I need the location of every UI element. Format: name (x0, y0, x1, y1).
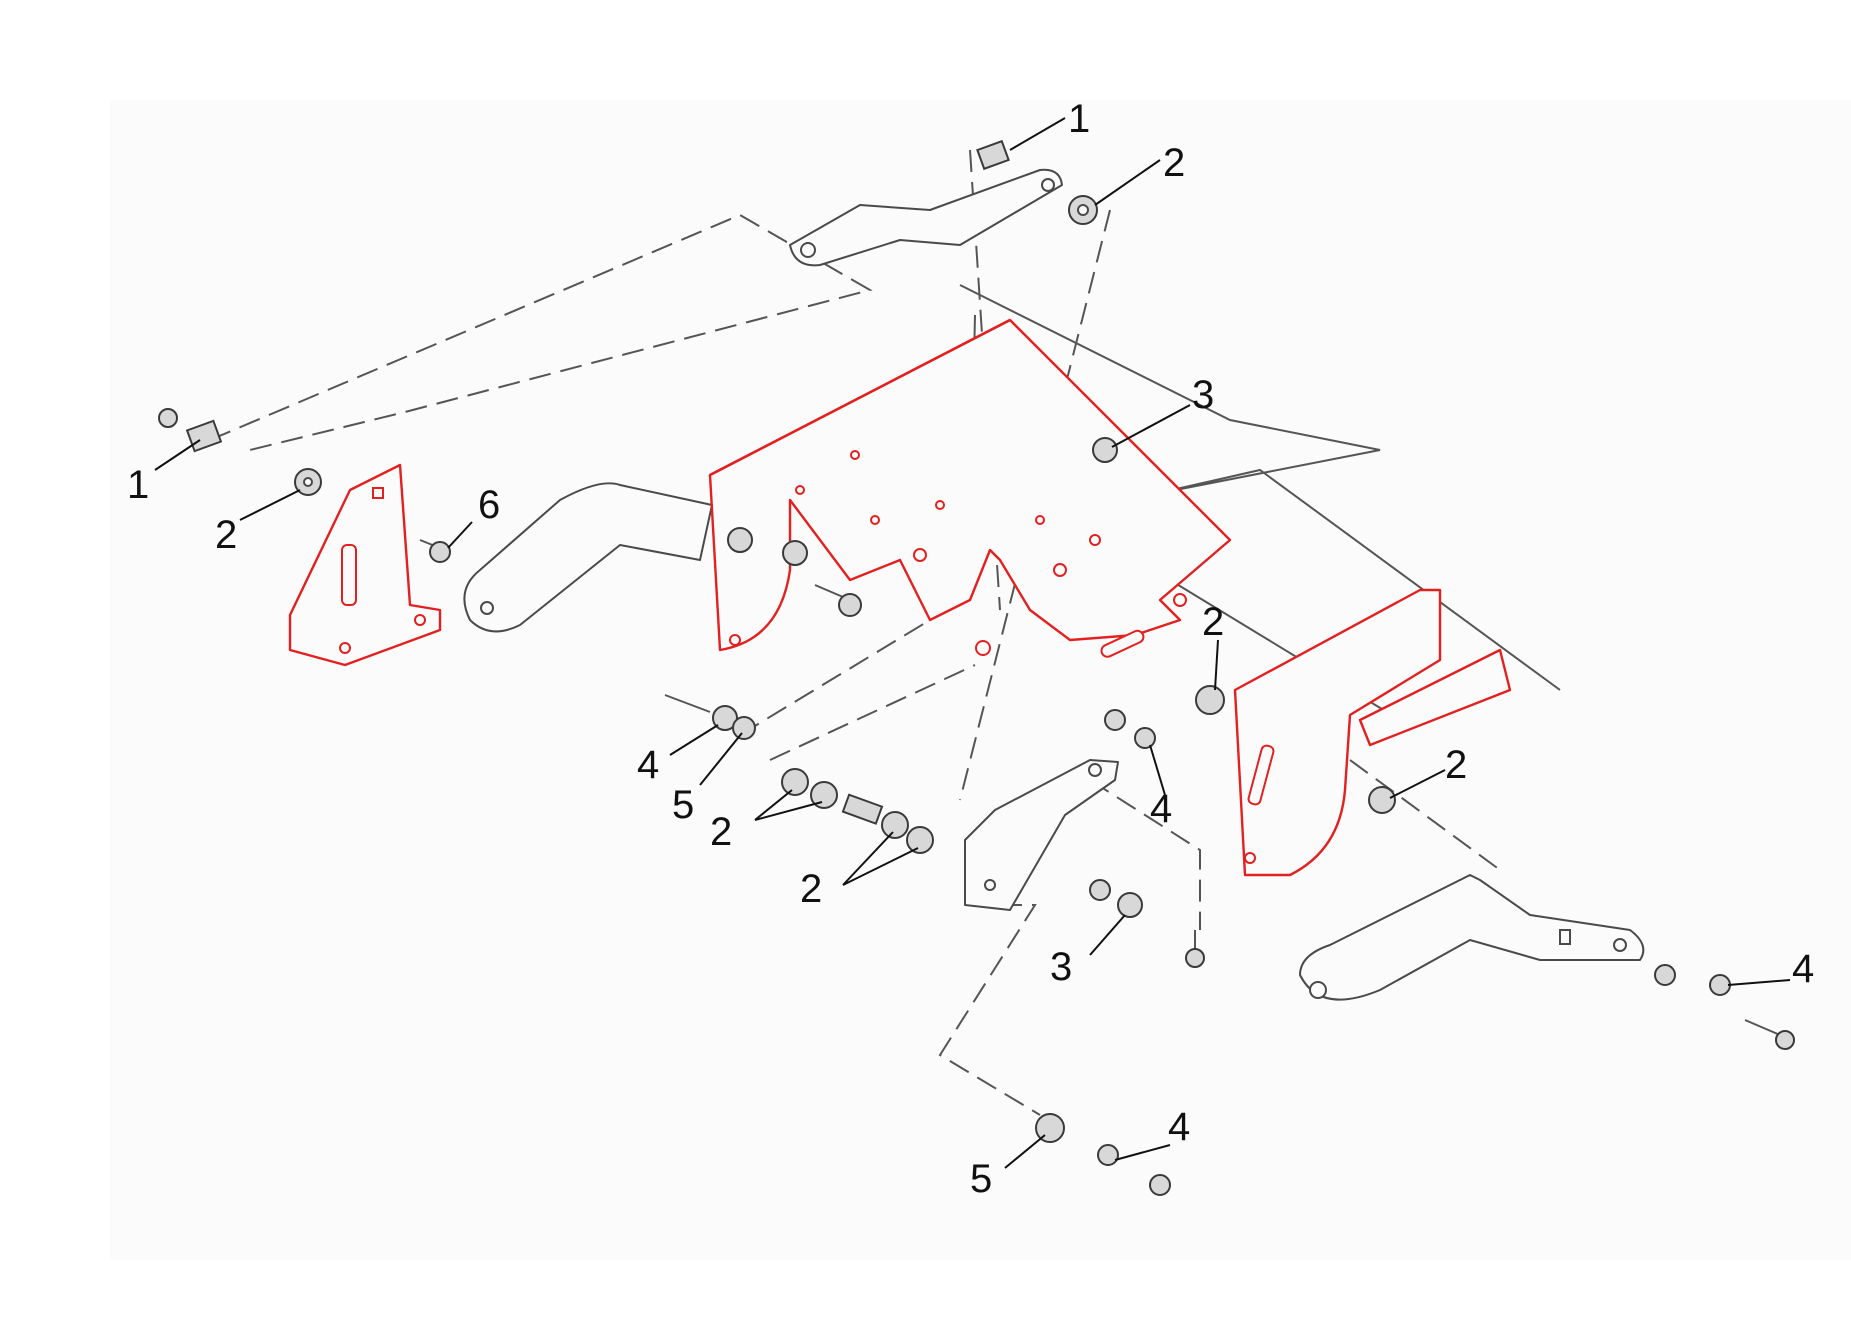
callout-2-right: 2 (1445, 743, 1467, 787)
callout-4-left: 4 (637, 743, 659, 787)
callout-2-top: 2 (1163, 141, 1185, 185)
callout-3-lower: 3 (1050, 945, 1072, 989)
callout-2-lower-a: 2 (710, 810, 732, 854)
washer-2-left (294, 468, 322, 496)
callout-1-top: 1 (1068, 97, 1090, 141)
callout-4-right: 4 (1792, 947, 1814, 991)
right-plate-red (1233, 588, 1512, 877)
nut-left (158, 408, 178, 428)
callout-2-lower-b: 2 (800, 867, 822, 911)
main-frame-red (708, 318, 1232, 658)
left-bracket-red (288, 463, 442, 667)
callout-2-left: 2 (215, 513, 237, 557)
left-lower-arm (463, 482, 713, 633)
upper-link-bar (789, 168, 1063, 267)
center-bracket (964, 759, 1119, 911)
bushing-1-top (976, 139, 1010, 171)
callout-4-bottom: 4 (1168, 1105, 1190, 1149)
callout-5-bottom: 5 (970, 1157, 992, 1201)
callout-3-upper: 3 (1192, 373, 1214, 417)
callout-6: 6 (478, 483, 500, 527)
bolt-6 (419, 539, 451, 563)
callout-4-center: 4 (1150, 787, 1172, 831)
callout-2-center: 2 (1202, 600, 1224, 644)
callout-labels: 1 2 1 2 6 3 2 4 2 4 5 2 2 3 4 4 5 (127, 97, 1814, 1201)
callout-5-left: 5 (672, 783, 694, 827)
diagram-background (110, 100, 1851, 1260)
right-lower-arm (1299, 874, 1645, 1001)
callout-leaders (154, 117, 1791, 1169)
washer-2-top (1068, 195, 1098, 225)
callout-1-left: 1 (127, 463, 149, 507)
hardware-stack (664, 437, 1795, 1196)
